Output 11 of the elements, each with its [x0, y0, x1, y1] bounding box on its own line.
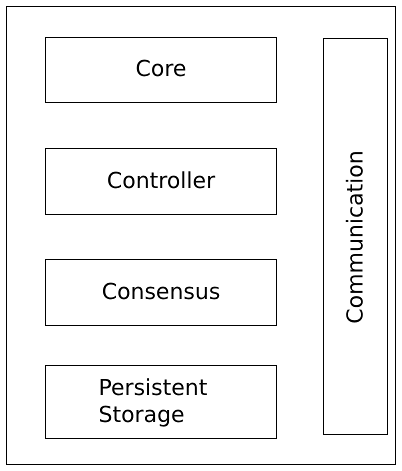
vertical-box [323, 38, 388, 435]
process-box [45, 148, 277, 215]
process-box [45, 259, 277, 326]
process-box [45, 365, 277, 439]
container-box [6, 6, 396, 465]
box-label: Core [136, 56, 186, 84]
process-box [45, 37, 277, 103]
box-label: Persistent Storage [98, 374, 208, 430]
box-label: Controller [106, 168, 216, 196]
box-label: Consensus [102, 278, 220, 306]
box-label: Communication [342, 150, 368, 324]
